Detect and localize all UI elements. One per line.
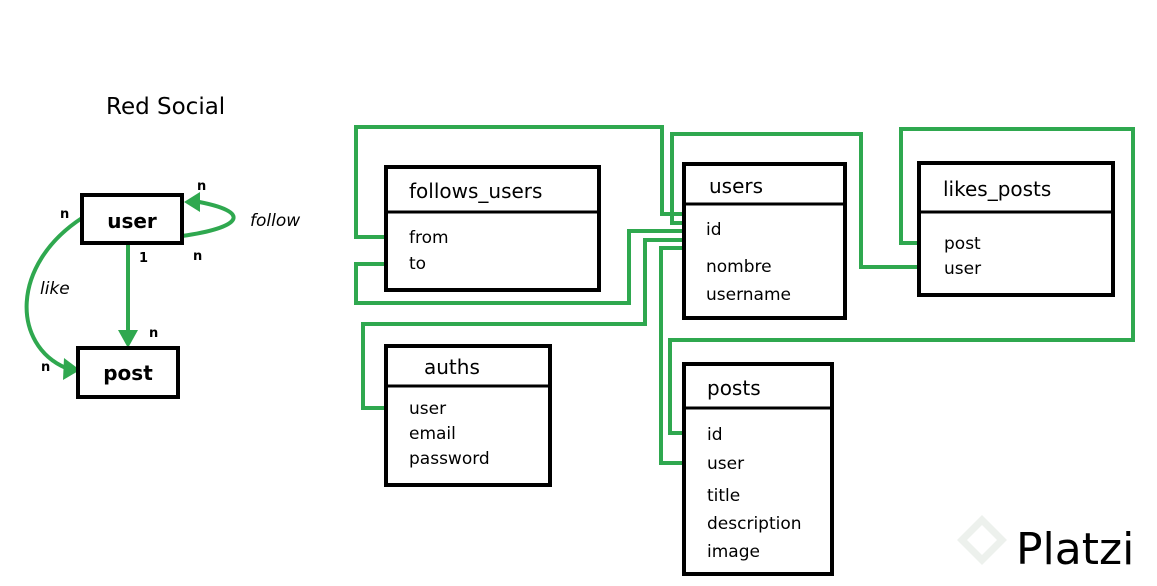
- connector-posts-user-users-id: [659, 246, 700, 465]
- watermark-text: Platzi: [1016, 524, 1134, 575]
- follow-relation-label: follow: [250, 211, 300, 231]
- cardinality-follow-in: n: [197, 179, 206, 194]
- table-posts-field: image: [707, 542, 760, 562]
- table-users-field: username: [706, 285, 791, 305]
- table-auths-title: auths: [424, 355, 480, 379]
- table-posts-field: id: [707, 425, 723, 445]
- like-arrowhead: [63, 358, 80, 380]
- table-auths-field: email: [409, 424, 456, 444]
- table-posts-field: title: [707, 486, 740, 506]
- table-auths-field: user: [409, 399, 446, 419]
- table-posts: posts id user title description image: [682, 362, 834, 576]
- table-likes-posts-field: post: [944, 234, 981, 254]
- table-posts-field: description: [707, 514, 802, 534]
- table-users: users id nombre username: [682, 162, 847, 320]
- table-auths: auths user email password: [384, 344, 552, 487]
- post-entity-box: [76, 346, 180, 399]
- user-entity-box: [80, 193, 184, 245]
- connector-follows-from-users-id: [354, 125, 700, 239]
- connector-follows-to-users-id: [354, 229, 700, 305]
- follow-arrowhead: [184, 192, 200, 212]
- user-post-arrowhead: [118, 330, 138, 348]
- table-users-field: nombre: [706, 257, 772, 277]
- table-follows-users: follows_users from to: [384, 165, 601, 292]
- table-users-field: id: [706, 220, 722, 240]
- table-follows-users-field: to: [409, 254, 426, 274]
- connector-auths-user-users-id: [361, 238, 700, 410]
- table-likes-posts: likes_posts post user: [917, 161, 1115, 297]
- connector-likes-post-posts-id: [668, 127, 1135, 435]
- cardinality-like-post: n: [41, 360, 50, 375]
- follow-connector: [181, 199, 236, 238]
- platzi-logo-icon: [957, 515, 1007, 565]
- table-users-title: users: [709, 174, 763, 198]
- table-likes-posts-field: user: [944, 259, 981, 279]
- table-posts-field: user: [707, 454, 744, 474]
- diagram-title: Red Social: [106, 94, 225, 120]
- connector-likes-user-users-id: [670, 132, 934, 269]
- cardinality-follow-out: n: [193, 249, 202, 264]
- table-follows-users-title: follows_users: [409, 179, 542, 203]
- like-connector: [24, 216, 84, 370]
- like-relation-label: like: [40, 279, 70, 299]
- user-entity-label: user: [107, 209, 157, 233]
- table-posts-title: posts: [707, 376, 761, 400]
- post-entity-label: post: [103, 361, 153, 385]
- cardinality-post-many: n: [149, 326, 158, 341]
- table-likes-posts-title: likes_posts: [943, 177, 1051, 201]
- cardinality-user-one: 1: [139, 251, 148, 266]
- table-follows-users-field: from: [409, 228, 449, 248]
- cardinality-like-user: n: [60, 207, 69, 222]
- table-auths-field: password: [409, 449, 490, 469]
